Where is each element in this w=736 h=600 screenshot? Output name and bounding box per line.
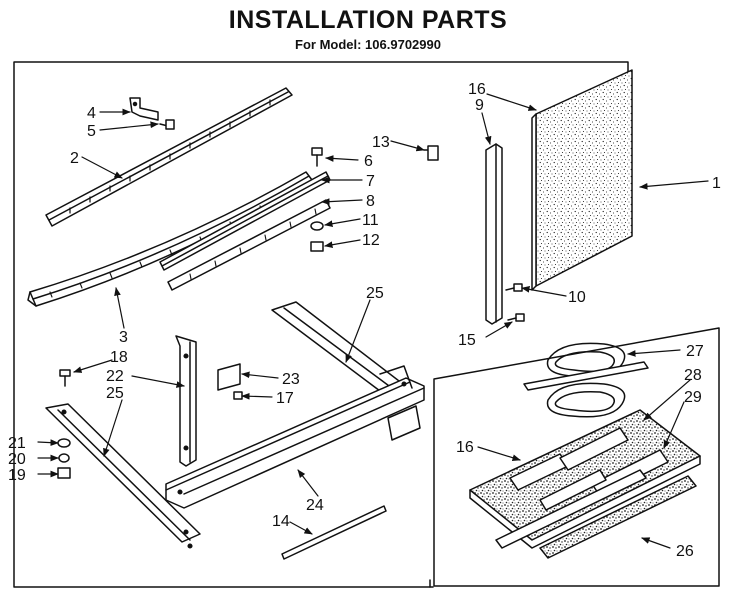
callout-12: 12 [362, 232, 380, 249]
callout-6: 6 [364, 153, 373, 170]
screw-part-15 [507, 313, 525, 322]
callout-25-right: 25 [366, 285, 384, 302]
seal-loop-part-28 [546, 382, 626, 418]
callout-1: 1 [712, 175, 721, 192]
washer-part-20 [58, 453, 70, 463]
callout-8: 8 [366, 193, 375, 210]
callout-17: 17 [276, 390, 294, 407]
callout-25-left: 25 [106, 385, 124, 402]
callout-29: 29 [684, 389, 702, 406]
support-arm-part-25-left [45, 403, 201, 549]
washer-part-21 [57, 438, 71, 448]
callout-18: 18 [110, 349, 128, 366]
callout-10: 10 [568, 289, 586, 306]
support-bracket-part-22 [175, 335, 197, 467]
callout-4: 4 [87, 105, 96, 122]
callout-23: 23 [282, 371, 300, 388]
callout-11: 11 [362, 212, 379, 229]
callout-16-filter: 16 [456, 439, 474, 456]
bracket-part-23 [217, 363, 241, 391]
leader-lines [37, 93, 709, 549]
callout-27: 27 [686, 343, 704, 360]
panel-part-1 [531, 69, 633, 291]
crossbar-part-24 [165, 365, 425, 509]
clip-part-13 [423, 145, 439, 161]
filter-channel-part-26 [495, 469, 697, 559]
callout-20: 20 [8, 451, 26, 468]
callout-28: 28 [684, 367, 702, 384]
screw-part-6 [311, 147, 323, 167]
callout-9: 9 [475, 97, 484, 114]
screw-part-5 [159, 119, 175, 130]
callout-13: 13 [372, 134, 390, 151]
rod-part-14 [281, 505, 387, 560]
callout-7: 7 [366, 173, 375, 190]
channel-part-2 [45, 87, 293, 227]
callout-19: 19 [8, 467, 26, 484]
screw-part-10 [505, 283, 523, 292]
callout-22: 22 [106, 368, 124, 385]
screw-part-18 [59, 369, 71, 387]
diagram-title: INSTALLATION PARTS [228, 6, 508, 34]
callout-3: 3 [119, 329, 128, 346]
seal-strip-part-27 [523, 361, 649, 391]
callout-2: 2 [70, 150, 79, 167]
seal-loop-part-27 [546, 342, 626, 378]
screw-part-17 [233, 391, 243, 400]
filter-kit-box [433, 327, 720, 587]
callout-26: 26 [676, 543, 694, 560]
strip-part-8 [167, 199, 331, 291]
nut-part-12 [310, 241, 324, 252]
post-part-9 [485, 143, 503, 325]
nut-part-19 [57, 467, 71, 479]
callout-16-panel: 16 [468, 81, 486, 98]
bracket-part-4 [129, 97, 159, 121]
callout-15: 15 [458, 332, 476, 349]
model-number: For Model: 106.9702990 [295, 37, 441, 52]
callout-24: 24 [306, 497, 324, 514]
callout-5: 5 [87, 123, 96, 140]
callout-labels: 1 2 3 4 5 6 7 8 9 10 11 12 13 14 15 16 1… [8, 81, 721, 560]
callout-14: 14 [272, 513, 290, 530]
callout-21: 21 [8, 435, 26, 452]
filter-pad-part-16 [469, 409, 701, 549]
washer-part-11 [310, 221, 324, 231]
